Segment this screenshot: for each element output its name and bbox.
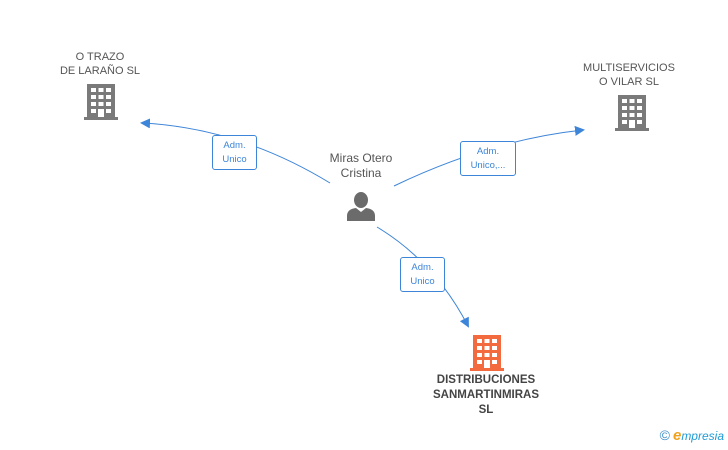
copyright-icon: © bbox=[659, 427, 670, 443]
relation-role: Adm. bbox=[411, 262, 434, 273]
person-name-line: Cristina bbox=[340, 166, 382, 180]
building-icon[interactable] bbox=[470, 335, 504, 371]
brand-initial: e bbox=[672, 427, 682, 444]
company-label-multiservicios[interactable]: MULTISERVICIOS O VILAR SL bbox=[569, 61, 689, 89]
relation-detail: Unico bbox=[410, 276, 435, 287]
company-name-line: MULTISERVICIOS bbox=[583, 62, 675, 74]
brand-logo: ©empresia bbox=[660, 427, 724, 444]
building-icon[interactable] bbox=[615, 95, 649, 131]
company-name-line: O VILAR SL bbox=[599, 76, 659, 88]
relation-role: Adm. bbox=[223, 140, 246, 151]
relation-label[interactable]: Adm. Unico bbox=[400, 257, 445, 292]
company-name-line: O TRAZO bbox=[75, 51, 125, 63]
company-name-line: DISTRIBUCIONES bbox=[436, 374, 536, 386]
company-label-o-trazo[interactable]: O TRAZO DE LARAÑO SL bbox=[40, 50, 160, 78]
company-label-distribuciones[interactable]: DISTRIBUCIONES SANMARTINMIRAS SL bbox=[414, 373, 558, 418]
company-name-line: DE LARAÑO SL bbox=[59, 65, 141, 77]
relation-detail: Unico,... bbox=[470, 160, 506, 171]
brand-name: mpresia bbox=[681, 429, 724, 443]
relation-detail: Unico bbox=[222, 154, 247, 165]
company-name-line: SANMARTINMIRAS bbox=[432, 389, 540, 401]
relation-role: Adm. bbox=[476, 146, 500, 157]
person-name-line: Miras Otero bbox=[329, 151, 393, 165]
relation-label[interactable]: Adm. Unico,... bbox=[460, 141, 516, 176]
relation-label[interactable]: Adm. Unico bbox=[212, 135, 257, 170]
company-name-line: SL bbox=[478, 404, 494, 416]
building-icon[interactable] bbox=[84, 84, 118, 120]
person-icon[interactable] bbox=[346, 191, 376, 221]
person-label[interactable]: Miras Otero Cristina bbox=[301, 151, 421, 181]
